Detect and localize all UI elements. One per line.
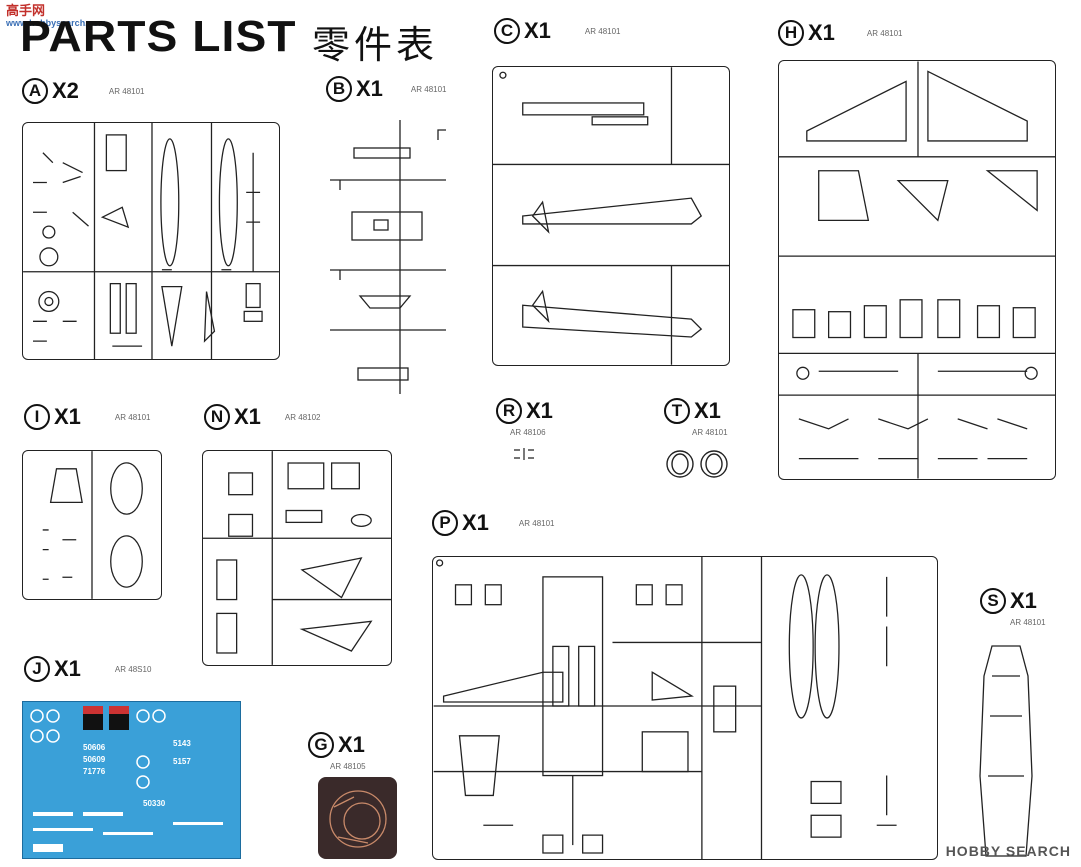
- page-title-cn: 零件表: [312, 23, 439, 67]
- sprue-i-frame: [22, 450, 162, 600]
- sprue-b-frame: [330, 120, 446, 394]
- sprue-r-parts: [512, 446, 538, 462]
- decal-50330: 50330: [143, 799, 166, 808]
- page-title: PARTS LIST: [20, 12, 297, 61]
- photo-etch-fret: [318, 777, 397, 859]
- sprue-s-part: [974, 636, 1038, 858]
- decal-5157: 5157: [173, 757, 191, 766]
- decal-50606: 50606: [83, 743, 106, 752]
- sprue-t-rings: [664, 446, 734, 480]
- decal-5143: 5143: [173, 739, 191, 748]
- watermark-bottom: HOBBY SEARCH: [945, 843, 1071, 859]
- decal-71776: 71776: [83, 767, 106, 776]
- sprue-c-frame: [492, 66, 730, 366]
- watermark-top: 高手网 www.hobbysearch.com: [6, 3, 107, 28]
- decal-sheet: 5143 5157 50606 50609 71776 50330: [22, 701, 241, 859]
- sprue-n-frame: [202, 450, 392, 666]
- sprue-a-frame: [22, 122, 280, 360]
- sprue-h-frame: [778, 60, 1056, 480]
- sprue-p-frame: [432, 556, 938, 860]
- decal-50609: 50609: [83, 755, 106, 764]
